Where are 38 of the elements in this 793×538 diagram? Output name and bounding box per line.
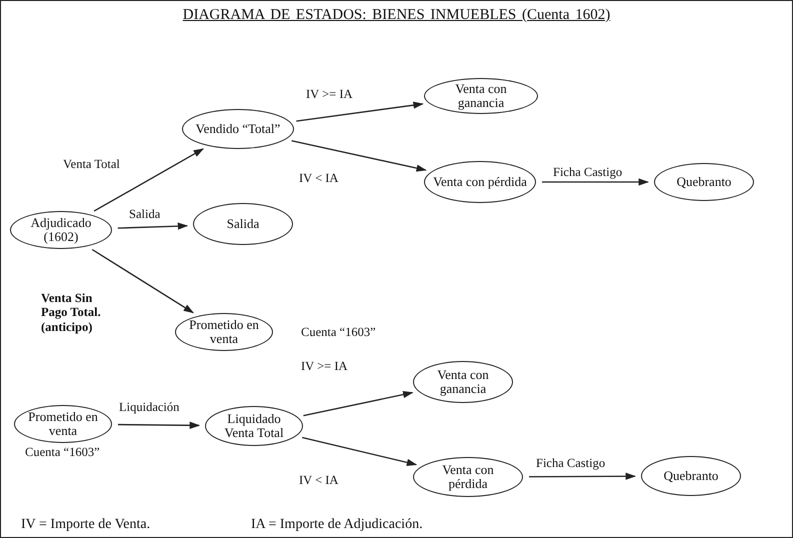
arrow xyxy=(94,148,204,212)
arrow xyxy=(296,102,424,122)
state-ellipse xyxy=(413,457,523,497)
arrow xyxy=(291,140,427,172)
account-note: Cuenta “1603” xyxy=(301,325,376,340)
state-ellipse xyxy=(205,406,303,446)
edge-label: IV >= IA xyxy=(301,359,348,374)
state-label: Liquidado Venta Total xyxy=(223,412,285,440)
arrow xyxy=(303,391,414,416)
state-label: Venta con pérdida xyxy=(441,462,495,492)
arrow xyxy=(302,436,418,466)
arrow xyxy=(118,422,200,429)
state-label: Venta con ganancia xyxy=(436,368,490,396)
state-label: Venta con pérdida xyxy=(433,174,527,190)
definition-note: IV = Importe de Venta. xyxy=(21,517,150,533)
state-label: Quebranto xyxy=(676,174,732,190)
state-label: Prometido en venta xyxy=(27,410,99,438)
edge-label: IV < IA xyxy=(299,473,338,488)
state-label: Venta con ganancia xyxy=(454,82,508,110)
edge-label: Ficha Castigo xyxy=(536,456,606,470)
state-label: Prometido en venta xyxy=(188,318,260,346)
diagram-title: DIAGRAMA DE ESTADOS: BIENES INMUEBLES (Cuenta 1602) xyxy=(182,7,612,24)
definition-note: IA = Importe de Adjudicación. xyxy=(251,517,423,533)
arrow xyxy=(529,472,636,480)
state-label: Adjudicado (1602) xyxy=(30,216,92,244)
edge-label: Ficha Castigo xyxy=(553,165,622,180)
edge-label: Venta Total xyxy=(63,157,120,172)
edge-label: IV < IA xyxy=(299,171,338,186)
state-label: Quebranto xyxy=(664,468,718,484)
account-note: Cuenta “1603” xyxy=(25,445,100,460)
arrow xyxy=(542,178,650,186)
edge-label: IV >= IA xyxy=(306,87,353,102)
arrow xyxy=(118,222,188,230)
state-label: Salida xyxy=(226,216,260,232)
edge-label: Liquidación xyxy=(119,400,180,414)
state-label: Vendido “Total” xyxy=(196,122,280,136)
arrow xyxy=(92,248,194,314)
edge-label: Salida xyxy=(129,207,160,222)
